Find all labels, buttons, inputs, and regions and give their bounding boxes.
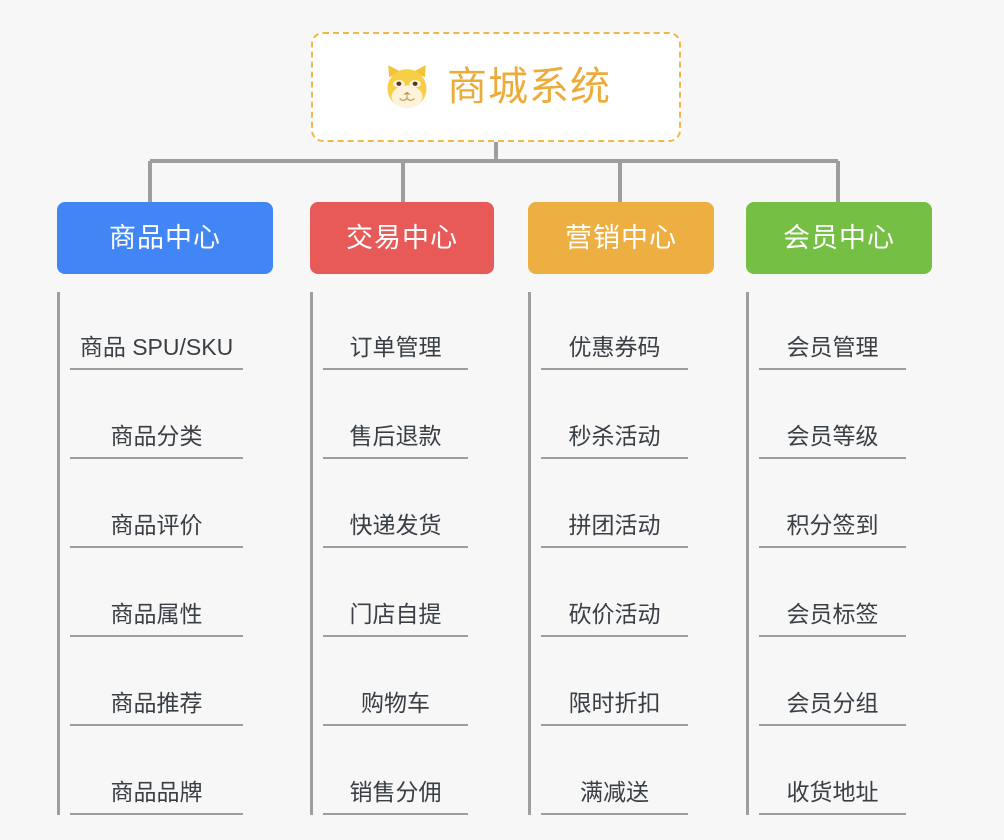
list-item[interactable]: 商品品牌	[70, 726, 243, 815]
category-title: 商品中心	[109, 222, 221, 253]
list-item[interactable]: 商品评价	[70, 459, 243, 548]
list-item-label: 会员分组	[786, 689, 879, 716]
list-item[interactable]: 商品属性	[70, 548, 243, 637]
list-item-label: 砍价活动	[568, 600, 661, 627]
list-item-label: 商品 SPU/SKU	[79, 333, 234, 360]
list-item-label: 购物车	[361, 689, 430, 716]
list-item[interactable]: 门店自提	[323, 548, 468, 637]
category-column-product: 商品中心 商品 SPU/SKU 商品分类 商品评价 商品属性 商品推荐 商品品牌	[57, 202, 273, 815]
category-item-list: 优惠券码 秒杀活动 拼团活动 砍价活动 限时折扣 满减送	[528, 292, 688, 815]
shiba-dog-face-icon	[387, 65, 427, 109]
category-title: 会员中心	[783, 222, 895, 253]
category-header-marketing[interactable]: 营销中心	[528, 202, 714, 274]
list-item[interactable]: 会员分组	[759, 637, 906, 726]
list-item[interactable]: 优惠券码	[541, 292, 688, 370]
list-item[interactable]: 满减送	[541, 726, 688, 815]
list-item-label: 商品属性	[110, 600, 203, 627]
list-item-label: 售后退款	[349, 422, 442, 449]
list-item-label: 积分签到	[786, 511, 879, 538]
list-item[interactable]: 销售分佣	[323, 726, 468, 815]
list-item-label: 优惠券码	[568, 333, 661, 360]
list-item-label: 满减送	[580, 778, 649, 805]
list-item-label: 商品评价	[110, 511, 203, 538]
list-item[interactable]: 砍价活动	[541, 548, 688, 637]
list-item-label: 拼团活动	[568, 511, 661, 538]
list-item-label: 收货地址	[786, 778, 879, 805]
list-item[interactable]: 售后退款	[323, 370, 468, 459]
list-item[interactable]: 会员管理	[759, 292, 906, 370]
list-item-label: 快递发货	[349, 511, 442, 538]
list-item[interactable]: 拼团活动	[541, 459, 688, 548]
list-item[interactable]: 限时折扣	[541, 637, 688, 726]
category-column-transaction: 交易中心 订单管理 售后退款 快递发货 门店自提 购物车 销售分佣	[310, 202, 494, 815]
list-item[interactable]: 会员标签	[759, 548, 906, 637]
list-item[interactable]: 商品分类	[70, 370, 243, 459]
list-item[interactable]: 购物车	[323, 637, 468, 726]
root-node[interactable]: 商城系统	[311, 32, 681, 142]
category-header-product[interactable]: 商品中心	[57, 202, 273, 274]
list-item-label: 会员标签	[786, 600, 879, 627]
category-title: 营销中心	[565, 222, 677, 253]
category-item-list: 商品 SPU/SKU 商品分类 商品评价 商品属性 商品推荐 商品品牌	[57, 292, 243, 815]
list-item-label: 限时折扣	[568, 689, 661, 716]
list-item-label: 商品品牌	[110, 778, 203, 805]
category-header-member[interactable]: 会员中心	[746, 202, 932, 274]
list-item[interactable]: 商品推荐	[70, 637, 243, 726]
list-item[interactable]: 商品 SPU/SKU	[70, 292, 243, 370]
list-item[interactable]: 积分签到	[759, 459, 906, 548]
root-title: 商城系统	[447, 65, 611, 109]
list-item-label: 商品分类	[110, 422, 203, 449]
list-item[interactable]: 快递发货	[323, 459, 468, 548]
list-item-label: 会员等级	[786, 422, 879, 449]
list-item[interactable]: 秒杀活动	[541, 370, 688, 459]
list-item-label: 会员管理	[786, 333, 879, 360]
list-item-label: 销售分佣	[349, 778, 442, 805]
list-item[interactable]: 订单管理	[323, 292, 468, 370]
list-item[interactable]: 会员等级	[759, 370, 906, 459]
list-item-label: 门店自提	[349, 600, 442, 627]
list-item-label: 秒杀活动	[568, 422, 661, 449]
list-item-label: 订单管理	[349, 333, 442, 360]
category-title: 交易中心	[346, 222, 458, 253]
category-item-list: 会员管理 会员等级 积分签到 会员标签 会员分组 收货地址	[746, 292, 906, 815]
category-column-member: 会员中心 会员管理 会员等级 积分签到 会员标签 会员分组 收货地址	[746, 202, 932, 815]
category-item-list: 订单管理 售后退款 快递发货 门店自提 购物车 销售分佣	[310, 292, 468, 815]
category-header-transaction[interactable]: 交易中心	[310, 202, 494, 274]
list-item[interactable]: 收货地址	[759, 726, 906, 815]
category-column-marketing: 营销中心 优惠券码 秒杀活动 拼团活动 砍价活动 限时折扣 满减送	[528, 202, 714, 815]
list-item-label: 商品推荐	[110, 689, 203, 716]
